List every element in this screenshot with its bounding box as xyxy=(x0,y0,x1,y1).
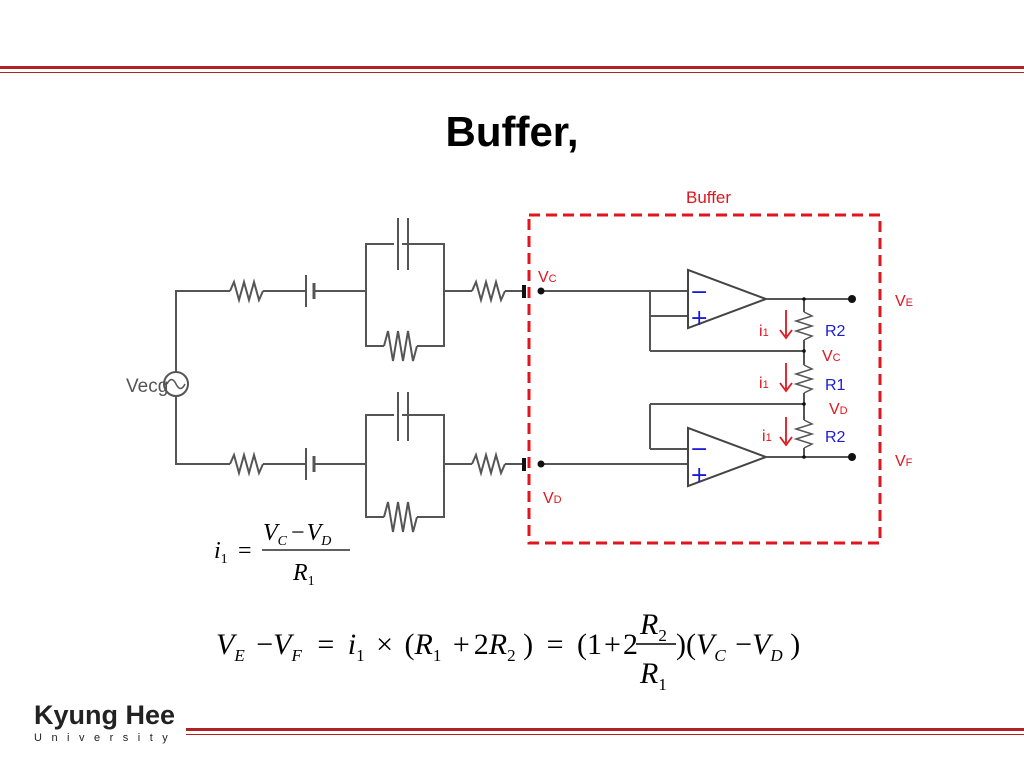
bottom-opamp-plus: + xyxy=(690,463,708,488)
current-label-2: i1 xyxy=(759,375,769,392)
top-opamp-minus: − xyxy=(690,280,708,305)
top-opamp-plus: + xyxy=(690,306,708,331)
buffer-circuit-diagram: − + − + Buffer Vecg VC VD VE VF VC VD i1… xyxy=(126,188,913,694)
svg-text:R1: R1 xyxy=(639,657,667,694)
terminal-vf xyxy=(848,453,856,461)
equation-differential-gain: VE −VF = i1 × (R1 +2R2 ) = (1+2 R2 R1 )(… xyxy=(216,608,800,694)
bottom-rule-thin xyxy=(186,734,1024,735)
svg-text:)(VC −VD ): )(VC −VD ) xyxy=(676,628,800,668)
top-series-resistor-1 xyxy=(229,278,264,304)
logo-subtitle: University xyxy=(34,732,178,744)
svg-text:R2: R2 xyxy=(639,608,667,645)
logo-name: Kyung Hee xyxy=(34,700,176,730)
resistor-r2-top xyxy=(793,311,815,341)
current-label-3: i1 xyxy=(762,428,772,445)
university-logo: Kyung Hee University xyxy=(26,700,182,752)
label-vd-left: VD xyxy=(543,490,562,507)
current-arrow-1 xyxy=(779,329,793,340)
label-r1: R1 xyxy=(825,377,846,394)
top-rc-loop xyxy=(365,243,445,347)
bottom-shunt-resistor xyxy=(383,501,418,533)
buffer-boundary-box xyxy=(527,213,882,545)
current-label-1: i1 xyxy=(759,323,769,340)
resistor-r1 xyxy=(793,364,815,394)
bottom-opamp xyxy=(687,426,769,488)
top-rule-thick xyxy=(0,66,1024,69)
svg-text:i1: i1 xyxy=(214,538,228,567)
label-vf: VF xyxy=(895,453,913,470)
top-shunt-resistor xyxy=(383,330,418,362)
terminal-ve xyxy=(848,295,856,303)
label-vc-mid: VC xyxy=(822,348,841,365)
buffer-label: Buffer xyxy=(686,188,731,207)
current-arrow-2 xyxy=(779,382,793,393)
bottom-opamp-minus: − xyxy=(690,437,708,462)
resistor-r2-bottom xyxy=(793,419,815,449)
label-vc-left: VC xyxy=(538,269,557,286)
label-vd-mid: VD xyxy=(829,401,848,418)
top-rule-thin xyxy=(0,72,1024,73)
equation-current: i1 = VC−VD R1 xyxy=(214,520,350,589)
bottom-rc-loop xyxy=(365,414,445,518)
label-r2-top: R2 xyxy=(825,323,846,340)
slide-title: Buffer, xyxy=(445,108,579,155)
bottom-rule-thick xyxy=(186,728,1024,731)
terminal-vd xyxy=(537,460,545,468)
svg-text:R1: R1 xyxy=(292,560,315,589)
top-opamp xyxy=(687,268,769,330)
top-series-resistor-2 xyxy=(471,278,506,304)
label-ve: VE xyxy=(895,293,913,310)
current-arrow-3 xyxy=(779,436,793,447)
svg-text:=: = xyxy=(238,538,252,564)
source-label: Vecg xyxy=(126,376,168,397)
svg-text:VC−VD: VC−VD xyxy=(263,520,331,549)
bottom-series-resistor-1 xyxy=(229,451,264,477)
label-r2-bottom: R2 xyxy=(825,429,846,446)
svg-text:VE −VF = i1: VE −VF = i1 × (R1 +2R2 ) = (1+2 xyxy=(216,628,638,668)
terminal-vc xyxy=(537,287,545,295)
bottom-series-resistor-2 xyxy=(471,451,506,477)
